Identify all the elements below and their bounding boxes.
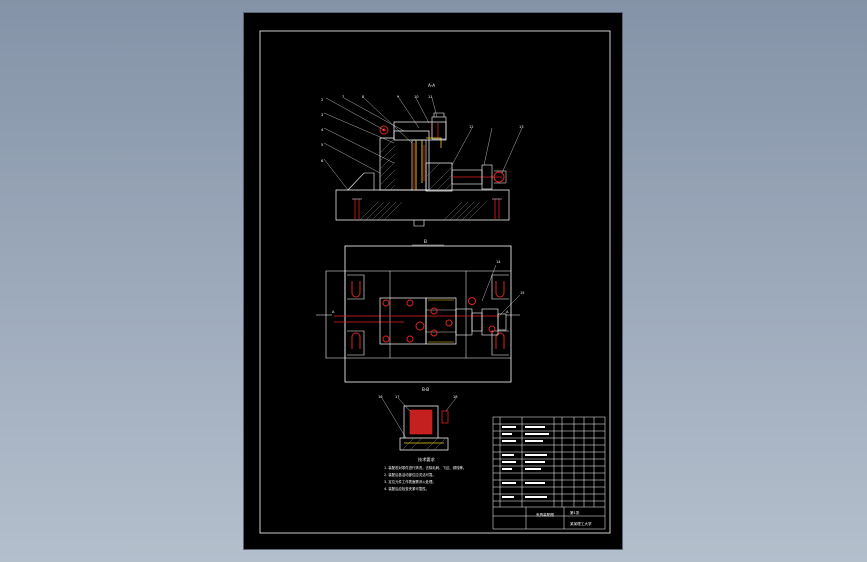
balloon-16: 16 <box>378 395 383 399</box>
drawing-sheet: A-A <box>244 13 622 549</box>
tech-notes-title: 技术要求 <box>418 456 436 463</box>
balloon-10: 10 <box>414 95 419 99</box>
section-bb-title: B-B <box>422 387 429 392</box>
section-arrow-a-right: A <box>506 310 509 314</box>
tech-note-line: 2. 装配后各活动部位应灵活可靠。 <box>384 472 436 477</box>
plan-view: B <box>316 239 525 383</box>
technical-requirements: 技术要求 1. 装配前对零件进行清洗，去除毛刺、飞边、锈蚀等。 2. 装配后各活… <box>384 456 466 491</box>
balloon-7: 7 <box>342 95 344 99</box>
title-block <box>492 416 606 530</box>
balloon-11: 11 <box>428 95 433 99</box>
section-arrow-a-left: A <box>332 310 335 314</box>
plan-mark: B <box>424 239 427 244</box>
balloon-8: 8 <box>362 95 365 99</box>
balloon-17: 17 <box>395 395 400 399</box>
balloon-2: 2 <box>321 98 323 102</box>
section-aa-title: A-A <box>428 83 435 88</box>
balloon-15: 15 <box>520 291 525 295</box>
balloon-13: 13 <box>519 125 524 129</box>
section-view-aa: A-A <box>321 83 524 227</box>
balloon-12: 12 <box>469 125 474 129</box>
section-view-bb: B-B 16 17 18 <box>378 387 458 451</box>
balloon-14: 14 <box>496 260 501 264</box>
inner-frame <box>259 30 611 534</box>
tech-note-line: 1. 装配前对零件进行清洗，去除毛刺、飞边、锈蚀等。 <box>384 465 466 470</box>
balloon-4: 4 <box>321 128 324 132</box>
tech-note-line: 3. 定位元件工作表面需淬火处理。 <box>384 479 436 484</box>
balloon-5: 5 <box>321 143 323 147</box>
tech-note-line: 4. 装配后应检查夹紧可靠性。 <box>384 486 429 491</box>
balloon-3: 3 <box>321 113 323 117</box>
cad-drawing: A-A <box>259 30 611 534</box>
drawing-name: 夹具装配图 <box>536 512 554 517</box>
school-name: 某某理工大学 <box>570 521 592 526</box>
balloon-18: 18 <box>453 395 458 399</box>
balloon-9: 9 <box>397 95 400 99</box>
sheet-number: 第1张 <box>570 510 580 515</box>
balloon-6: 6 <box>321 159 324 163</box>
